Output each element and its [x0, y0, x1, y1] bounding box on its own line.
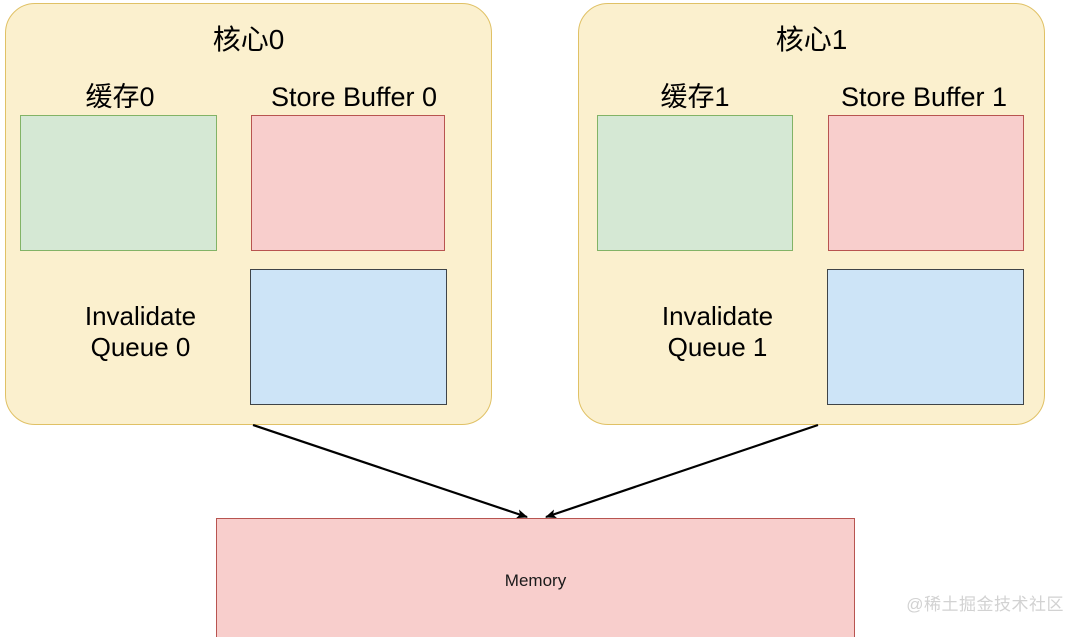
watermark: @稀土掘金技术社区	[906, 595, 1064, 614]
invalidate-queue-1-label-line1: Invalidate	[661, 301, 774, 331]
core-1-title: 核心1	[775, 24, 848, 55]
invalidate-queue-0-box	[250, 269, 447, 405]
invalidate-queue-1-box	[827, 269, 1024, 405]
invalidate-queue-0-label-line2: Queue 0	[90, 331, 191, 362]
core-0-title: 核心0	[212, 24, 285, 55]
invalidate-queue-1-label-line2: Queue 1	[667, 331, 768, 362]
invalidate-queue-0-label: Invalidate Queue 0	[38, 301, 243, 362]
memory-box: Memory	[216, 518, 855, 637]
store-buffer-1-box	[828, 115, 1024, 251]
store-buffer-0-label: Store Buffer 0	[270, 82, 438, 112]
memory-label: Memory	[504, 571, 567, 590]
store-buffer-0-box	[251, 115, 445, 251]
cache-1-box	[597, 115, 793, 251]
core-panel-0: 核心0 缓存0 Store Buffer 0 Invalidate Queue …	[5, 3, 492, 425]
cache-0-label: 缓存0	[85, 82, 155, 112]
invalidate-queue-1-label: Invalidate Queue 1	[615, 301, 820, 362]
cache-1-label: 缓存1	[660, 82, 730, 112]
cache-0-box	[20, 115, 217, 251]
core-panel-1: 核心1 缓存1 Store Buffer 1 Invalidate Queue …	[578, 3, 1045, 425]
arrow-core1-to-memory	[545, 423, 819, 519]
store-buffer-1-label: Store Buffer 1	[840, 82, 1008, 112]
invalidate-queue-0-label-line1: Invalidate	[84, 301, 197, 331]
arrow-core0-to-memory	[252, 423, 528, 519]
